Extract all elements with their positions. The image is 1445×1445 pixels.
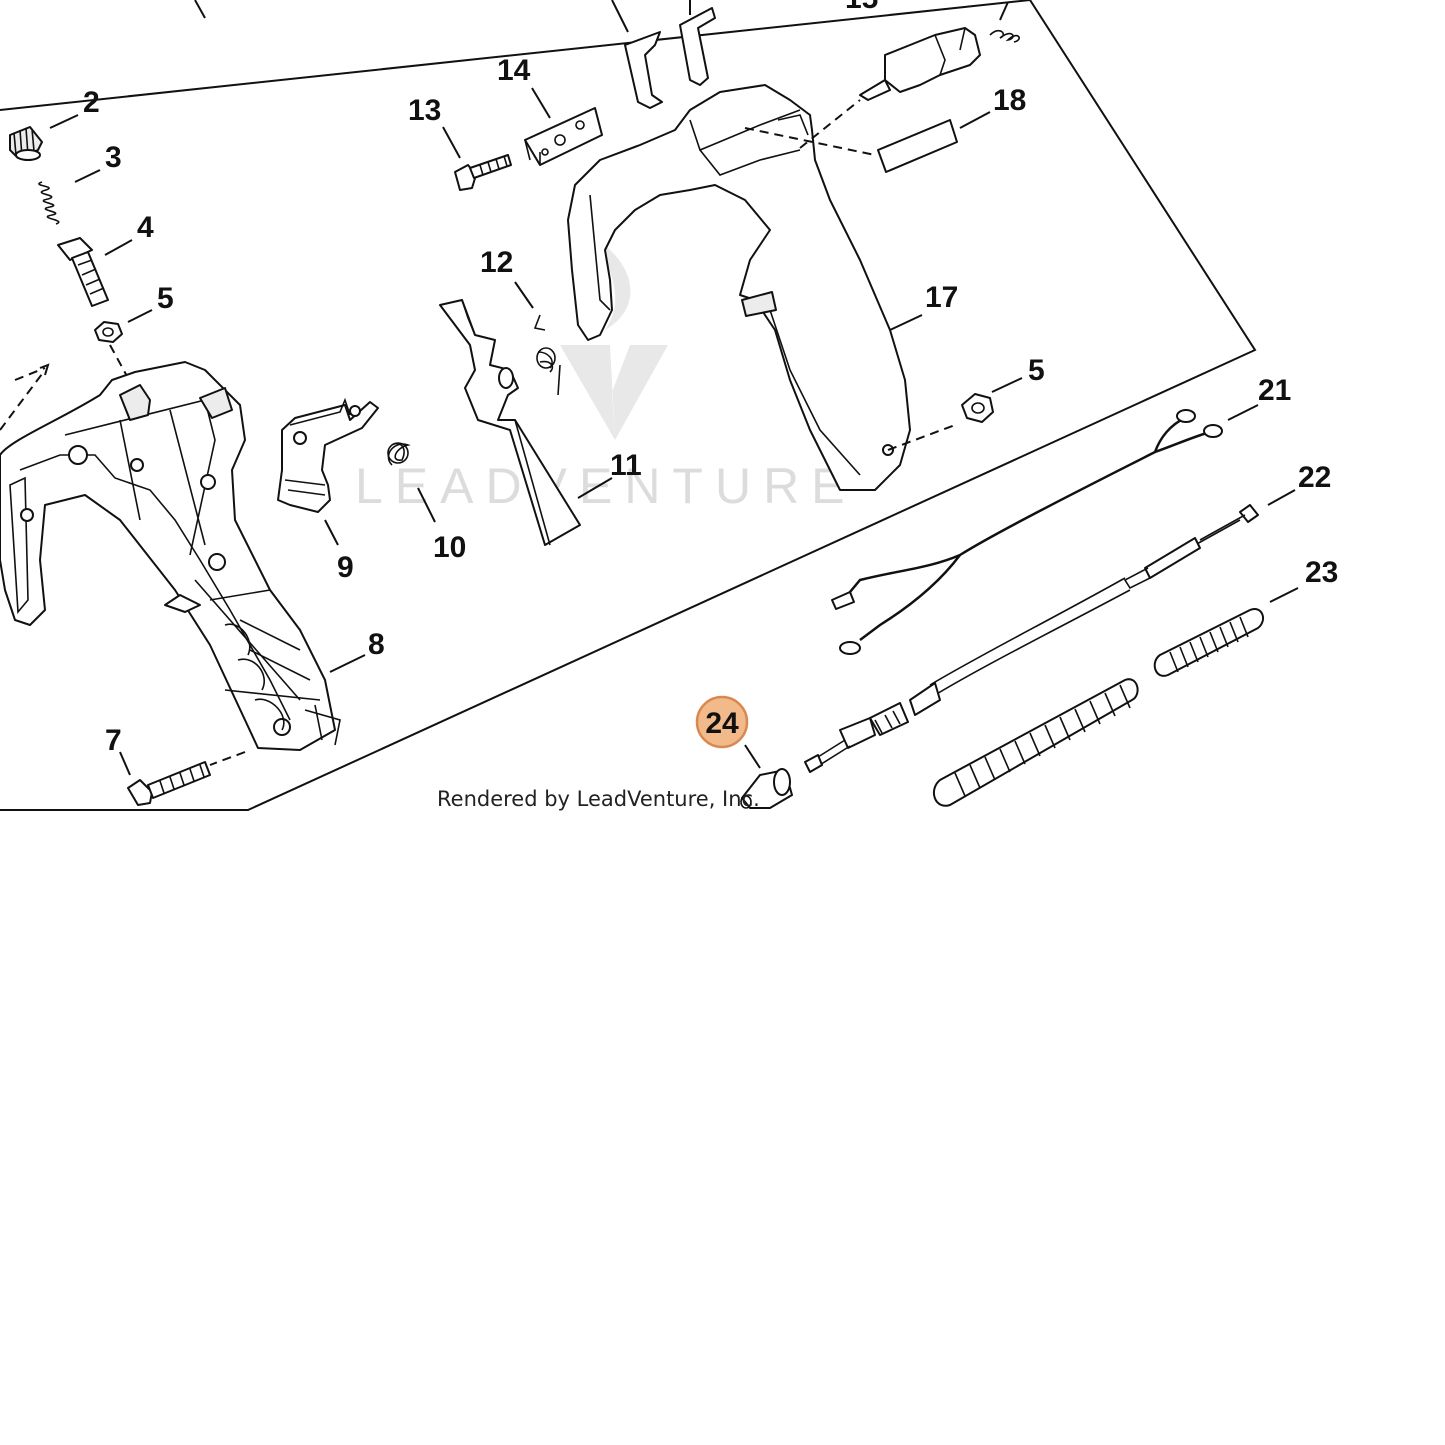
callout-21[interactable]: 21: [1258, 374, 1291, 407]
callout-2[interactable]: 2: [83, 86, 100, 119]
part-5-nut-left[interactable]: [94, 321, 123, 343]
part-5-nut-right[interactable]: [961, 393, 994, 423]
watermark-text: LEADVENTURE: [355, 458, 857, 514]
callout-8[interactable]: 8: [368, 628, 385, 661]
part-11-lever[interactable]: [439, 299, 581, 546]
callout-24-highlight[interactable]: 24: [695, 695, 749, 749]
part-24-cap[interactable]: [740, 768, 793, 809]
callout-9[interactable]: 9: [337, 551, 354, 584]
callout-12[interactable]: 12: [480, 246, 513, 279]
callout-5-left[interactable]: 5: [157, 282, 174, 315]
callout-5-right[interactable]: 5: [1028, 354, 1045, 387]
part-4-bolt[interactable]: [57, 237, 109, 307]
callout-10[interactable]: 10: [433, 531, 466, 564]
callout-14[interactable]: 14: [497, 54, 531, 87]
leader-lines: [49, 1, 1299, 776]
part-13-screw[interactable]: [454, 154, 512, 191]
part-10-spring[interactable]: [387, 442, 411, 466]
callout-18[interactable]: 18: [993, 84, 1026, 117]
callout-4[interactable]: 4: [137, 211, 154, 244]
callouts: 2 3 4 5 7 8 9 10 11 12 13 14 15 17 18 5 …: [83, 0, 1338, 757]
callout-24[interactable]: 24: [705, 707, 739, 740]
part-3-spring[interactable]: [38, 181, 60, 225]
part-17-grip[interactable]: [567, 84, 911, 491]
part-15-cap[interactable]: [859, 27, 981, 101]
spring-top: [989, 29, 1020, 43]
callout-23[interactable]: 23: [1305, 556, 1338, 589]
part-8-handle-housing[interactable]: [0, 361, 341, 751]
part-23-conduit[interactable]: [932, 608, 1265, 807]
part-9-trigger[interactable]: [277, 397, 379, 513]
callout-17[interactable]: 17: [925, 281, 958, 314]
credit-text: Rendered by LeadVenture, Inc.: [437, 787, 760, 811]
part-18-block[interactable]: [877, 119, 958, 173]
callout-15[interactable]: 15: [845, 0, 878, 15]
part-12-pin-spring[interactable]: [533, 314, 561, 396]
callout-3[interactable]: 3: [105, 141, 122, 174]
part-22-cable[interactable]: [804, 504, 1259, 773]
callout-22[interactable]: 22: [1298, 461, 1331, 494]
part-21-wire-harness[interactable]: [831, 409, 1223, 655]
part-7-screw[interactable]: [127, 761, 211, 806]
callout-13[interactable]: 13: [408, 94, 441, 127]
bracket-pieces: [611, 0, 716, 109]
callout-7[interactable]: 7: [105, 724, 122, 757]
part-14-plate[interactable]: [524, 107, 603, 166]
part-2-knob[interactable]: [9, 126, 43, 161]
callout-11[interactable]: 11: [610, 449, 642, 482]
